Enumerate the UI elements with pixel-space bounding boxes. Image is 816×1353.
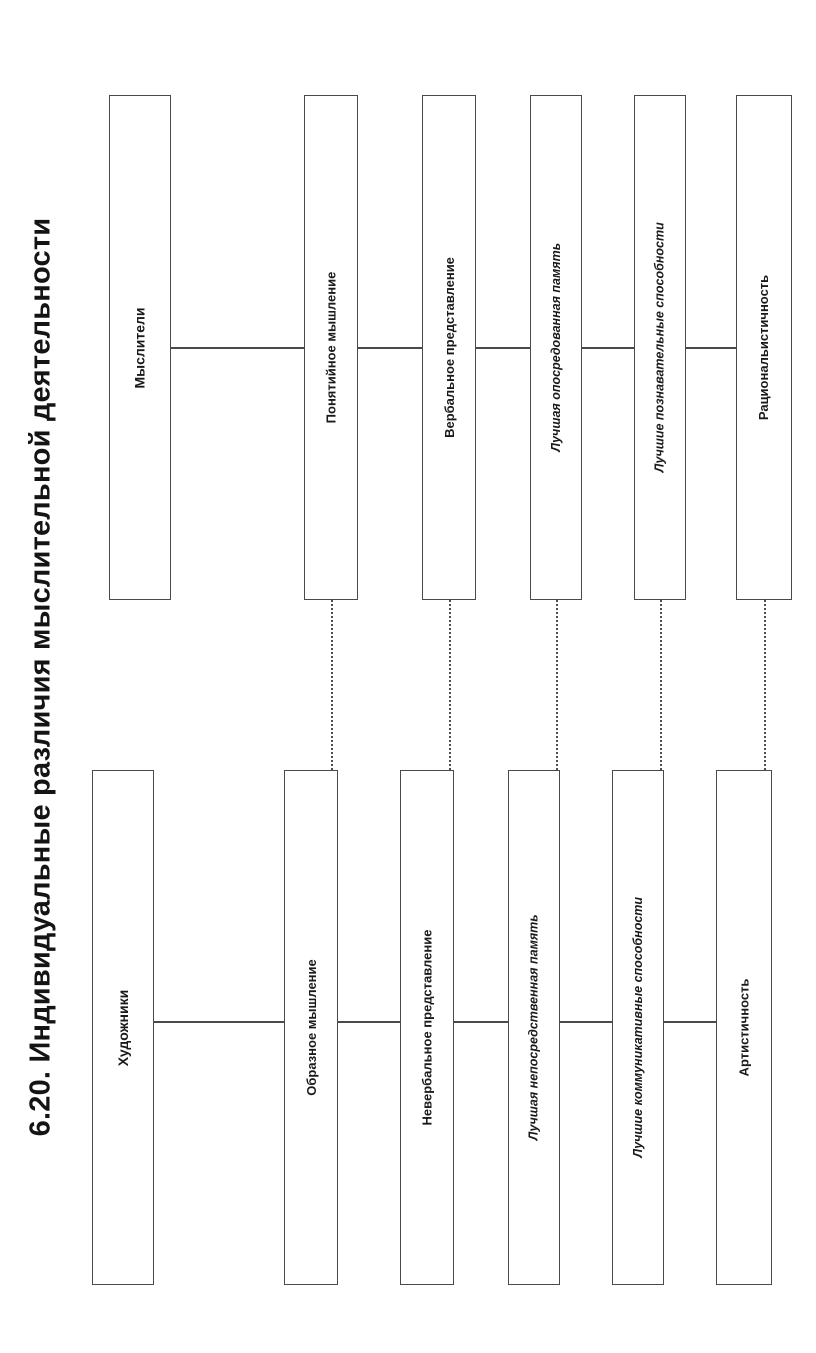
cross-link-5 (764, 600, 766, 770)
node-label: Мыслители (132, 306, 149, 389)
page-title: 6.20. Индивидуальные различия мыслительн… (0, 0, 82, 1353)
node-thinkers-child-4[interactable]: Лучшие познавательные способности (634, 95, 686, 600)
node-artists-child-1[interactable]: Образное мышление (284, 770, 338, 1285)
node-thinkers-root[interactable]: Мыслители (109, 95, 171, 600)
node-artists-child-3[interactable]: Лучшая непосредственная память (508, 770, 560, 1285)
cross-link-4 (660, 600, 662, 770)
node-label: Лучшая опосредованная память (548, 243, 563, 452)
cross-link-1 (331, 600, 333, 770)
node-label: Невербальное представление (419, 929, 435, 1126)
connector-thinkers-2-3 (476, 347, 530, 349)
connector-thinkers-root-to-spine (171, 347, 304, 349)
node-label: Артистичность (736, 978, 752, 1077)
connector-artists-4-5 (664, 1021, 716, 1023)
connector-thinkers-3-4 (582, 347, 634, 349)
connector-artists-2-3 (454, 1021, 508, 1023)
node-artists-child-5[interactable]: Артистичность (716, 770, 772, 1285)
node-label: Лучшая непосредственная память (526, 914, 541, 1141)
node-label: Лучшие коммуникативные способности (630, 897, 645, 1158)
connector-artists-root-to-spine (154, 1021, 284, 1023)
node-label: Вербальное представление (441, 257, 457, 438)
node-thinkers-child-2[interactable]: Вербальное представление (422, 95, 476, 600)
node-label: Лучшие познавательные способности (652, 222, 667, 473)
page-title-text: 6.20. Индивидуальные различия мыслительн… (24, 217, 57, 1136)
connector-thinkers-4-5 (686, 347, 736, 349)
node-artists-child-2[interactable]: Невербальное представление (400, 770, 454, 1285)
cross-link-3 (556, 600, 558, 770)
diagram-canvas: Мыслители Понятийное мышление Вербальное… (82, 0, 816, 1353)
node-label: Художники (115, 989, 132, 1066)
node-thinkers-child-1[interactable]: Понятийное мышление (304, 95, 358, 600)
node-label: Понятийное мышление (323, 271, 339, 424)
node-thinkers-child-3[interactable]: Лучшая опосредованная память (530, 95, 582, 600)
connector-thinkers-1-2 (358, 347, 422, 349)
connector-artists-1-2 (338, 1021, 400, 1023)
node-thinkers-child-5[interactable]: Рациональистичность (736, 95, 792, 600)
node-label: Образное мышление (303, 959, 319, 1096)
node-artists-root[interactable]: Художники (92, 770, 154, 1285)
node-artists-child-4[interactable]: Лучшие коммуникативные способности (612, 770, 664, 1285)
connector-artists-3-4 (560, 1021, 612, 1023)
cross-link-2 (449, 600, 451, 770)
node-label: Рациональистичность (756, 274, 772, 421)
